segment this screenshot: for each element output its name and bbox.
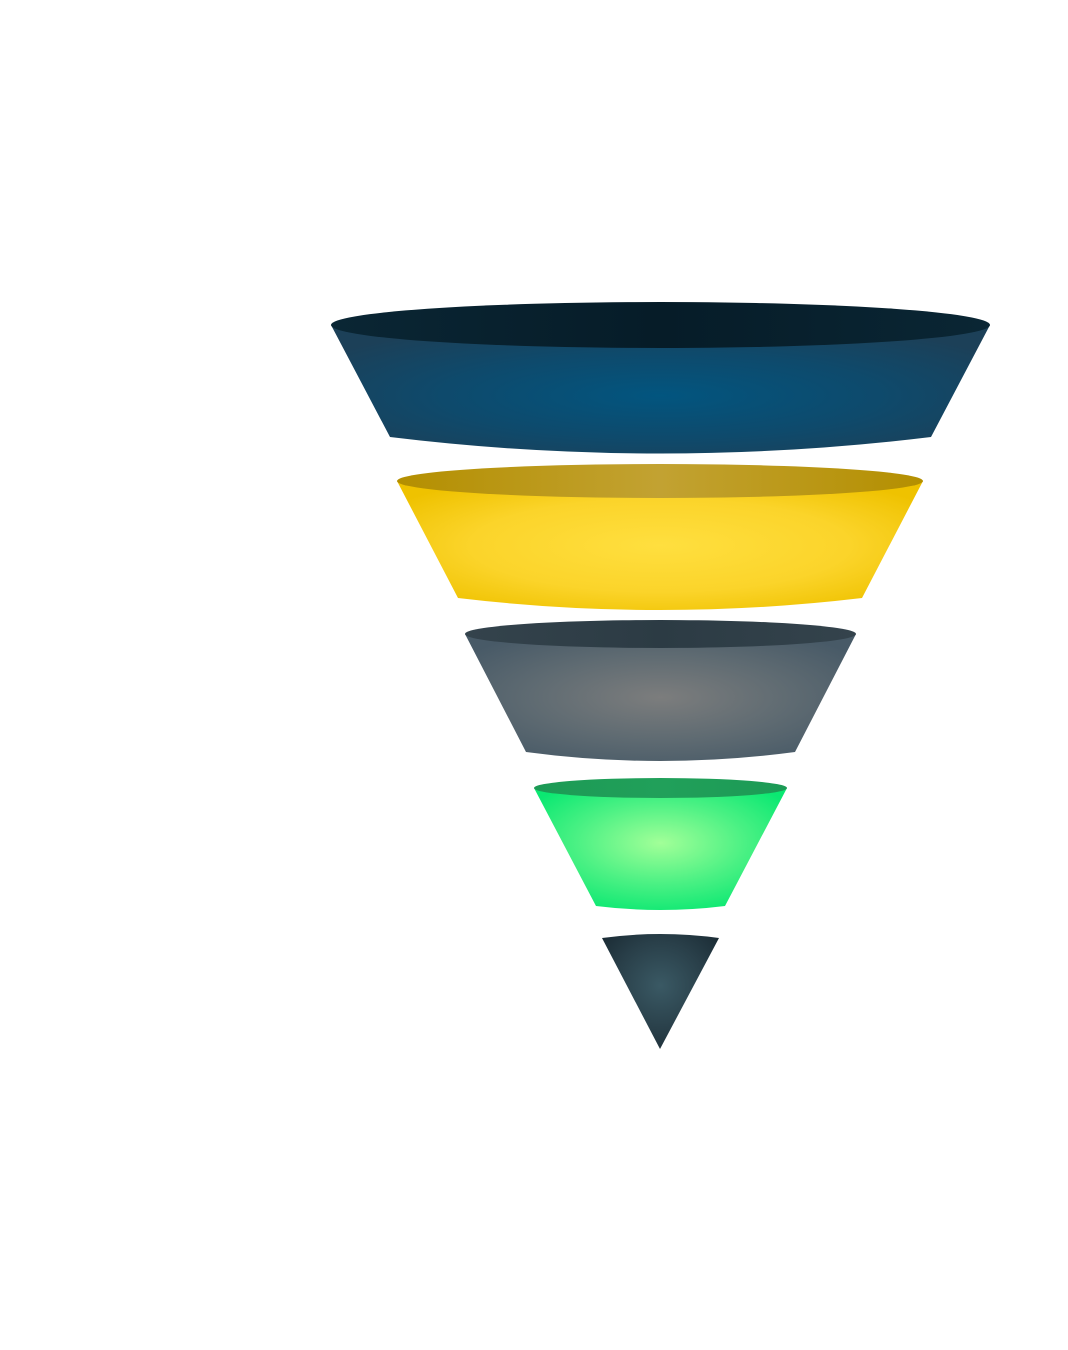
- funnel-stage-3: [465, 620, 856, 761]
- funnel-stage-4: [534, 778, 787, 910]
- stage-4-body: [534, 788, 787, 910]
- stage-3-body: [465, 634, 856, 761]
- stage-3-rim: [465, 620, 856, 648]
- stage-4-rim: [534, 778, 787, 798]
- stage-2-body: [397, 481, 923, 610]
- funnel-stage-2: [397, 464, 923, 610]
- stage-2-rim: [397, 464, 923, 498]
- stage-1-body: [331, 325, 990, 454]
- funnel-stage-5: [602, 934, 719, 1049]
- stage-5-body: [602, 934, 719, 1049]
- stage-1-rim: [331, 302, 990, 348]
- funnel-stage-1: [331, 302, 990, 454]
